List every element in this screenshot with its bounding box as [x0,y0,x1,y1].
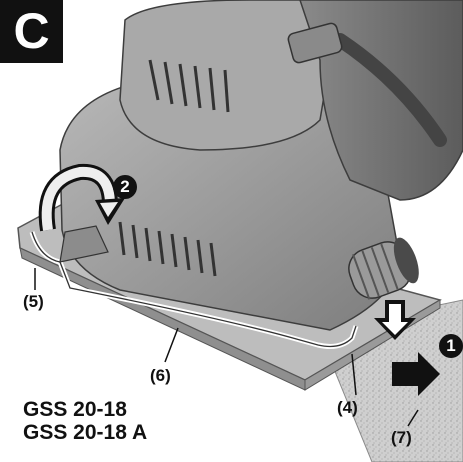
model-list: GSS 20-18 GSS 20-18 A [23,398,147,444]
step-1-marker: 1 [439,334,463,358]
insert-arrow [392,352,440,396]
step-2-marker: 2 [113,175,137,199]
press-arrow [374,300,416,340]
clamp-lever [59,225,109,263]
callout-7: (7) [391,428,412,447]
callout-4: (4) [337,398,358,417]
dust-outlet [348,237,419,300]
callout-5: (5) [23,292,44,311]
model-name: GSS 20-18 [23,398,127,421]
figure-letter-badge: C [0,0,63,63]
callout-6: (6) [150,366,171,385]
model-name: GSS 20-18 A [23,421,148,444]
